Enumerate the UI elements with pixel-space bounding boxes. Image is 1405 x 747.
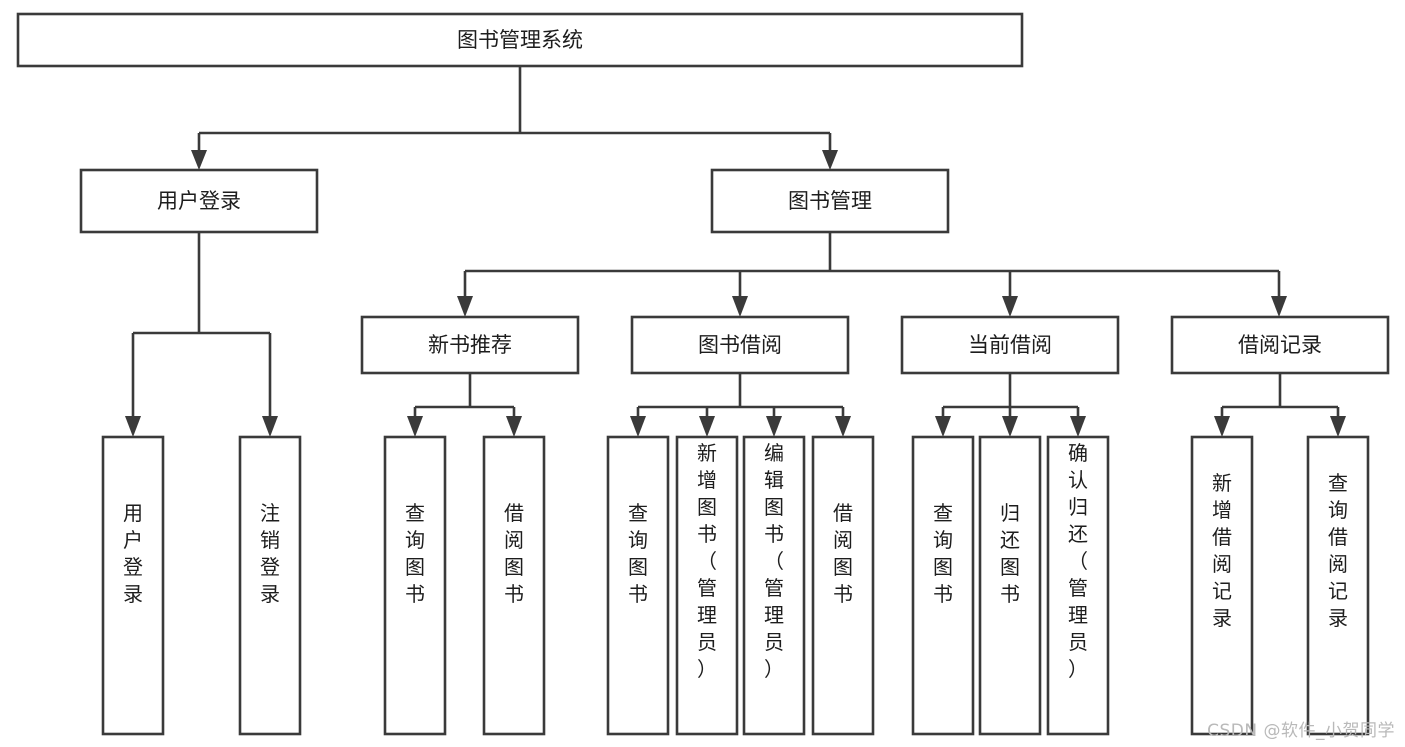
arrowhead-leaf-current-2: [1002, 416, 1018, 437]
leaf-node-borrow-book-action[interactable]: 借阅图书: [811, 435, 875, 736]
node-label-book-manage: 图书管理: [788, 189, 872, 213]
arrowhead-book-borrow: [732, 296, 748, 317]
arrowhead-leaf-current-1: [935, 416, 951, 437]
arrowhead-book-manage: [822, 150, 838, 170]
leaf-node-add-book-admin[interactable]: 新增图书（管理员）: [675, 435, 739, 736]
leaf-label-add-borrow-record: 新增借阅记录: [1212, 471, 1232, 630]
node-current-borrow[interactable]: 当前借阅: [900, 315, 1120, 375]
arrowhead-borrow-record: [1271, 296, 1287, 317]
leaf-node-user-login-action[interactable]: 用户登录: [101, 435, 165, 736]
leaf-node-search-book-rec[interactable]: 查询图书: [383, 435, 447, 736]
node-user-login[interactable]: 用户登录: [79, 168, 319, 234]
leaf-label-search-book-current: 查询图书: [933, 501, 953, 606]
node-new-book-recommend[interactable]: 新书推荐: [360, 315, 580, 375]
leaf-label-search-borrow-record: 查询借阅记录: [1328, 471, 1348, 630]
arrowhead-leaf-records-2: [1330, 416, 1346, 437]
arrowhead-leaf-borrow-2: [699, 416, 715, 437]
leaf-node-search-book-borrow[interactable]: 查询图书: [606, 435, 670, 736]
leaf-label-add-book-admin: 新增图书（管理员）: [697, 441, 717, 681]
arrowhead-leaf-user-login-2: [262, 416, 278, 437]
leaf-label-return-book: 归还图书: [1000, 501, 1020, 606]
leaf-node-confirm-return-admin[interactable]: 确认归还（管理员）: [1046, 435, 1110, 736]
node-label-current-borrow: 当前借阅: [968, 333, 1052, 357]
arrowhead-new-book-rec: [457, 296, 473, 317]
leaf-label-user-login-action: 用户登录: [123, 501, 143, 606]
node-label-user-login: 用户登录: [157, 189, 241, 213]
arrowhead-leaf-current-3: [1070, 416, 1086, 437]
leaf-node-logout[interactable]: 注销登录: [238, 435, 302, 736]
arrowhead-leaf-newbook-2: [506, 416, 522, 437]
node-label-new-book-recommend: 新书推荐: [428, 333, 512, 357]
leaf-node-return-book[interactable]: 归还图书: [978, 435, 1042, 736]
node-book-manage[interactable]: 图书管理: [710, 168, 950, 234]
leaf-label-borrow-book-rec: 借阅图书: [504, 501, 524, 606]
arrowhead-leaf-newbook-1: [407, 416, 423, 437]
leaf-node-search-borrow-record[interactable]: 查询借阅记录: [1306, 435, 1370, 736]
leaf-node-add-borrow-record[interactable]: 新增借阅记录: [1190, 435, 1254, 736]
leaf-label-confirm-return-admin: 确认归还（管理员）: [1068, 441, 1088, 681]
csdn-watermark: CSDN @软件_小贺同学: [1207, 721, 1395, 741]
node-book-borrow[interactable]: 图书借阅: [630, 315, 850, 375]
leaf-label-logout: 注销登录: [260, 501, 280, 606]
leaf-node-edit-book-admin[interactable]: 编辑图书（管理员）: [742, 435, 806, 736]
arrowhead-leaf-borrow-4: [835, 416, 851, 437]
arrowhead-leaf-borrow-1: [630, 416, 646, 437]
node-root-system[interactable]: 图书管理系统: [16, 12, 1024, 68]
arrowhead-leaf-user-login-1: [125, 416, 141, 437]
node-borrow-record[interactable]: 借阅记录: [1170, 315, 1390, 375]
node-label-book-borrow: 图书借阅: [698, 333, 782, 357]
node-label-root: 图书管理系统: [457, 28, 583, 52]
connector-layer: [125, 66, 1346, 437]
leaf-node-borrow-book-rec[interactable]: 借阅图书: [482, 435, 546, 736]
leaf-node-search-book-current[interactable]: 查询图书: [911, 435, 975, 736]
arrowhead-user-login: [191, 150, 207, 170]
leaf-label-edit-book-admin: 编辑图书（管理员）: [764, 441, 784, 681]
arrowhead-leaf-borrow-3: [766, 416, 782, 437]
arrowhead-current-borrow: [1002, 296, 1018, 317]
leaf-label-search-book-borrow: 查询图书: [628, 501, 648, 606]
leaf-label-borrow-book-action: 借阅图书: [833, 501, 853, 606]
arrowhead-leaf-records-1: [1214, 416, 1230, 437]
node-label-borrow-record: 借阅记录: [1238, 333, 1322, 357]
leaf-label-search-book-rec: 查询图书: [405, 501, 425, 606]
